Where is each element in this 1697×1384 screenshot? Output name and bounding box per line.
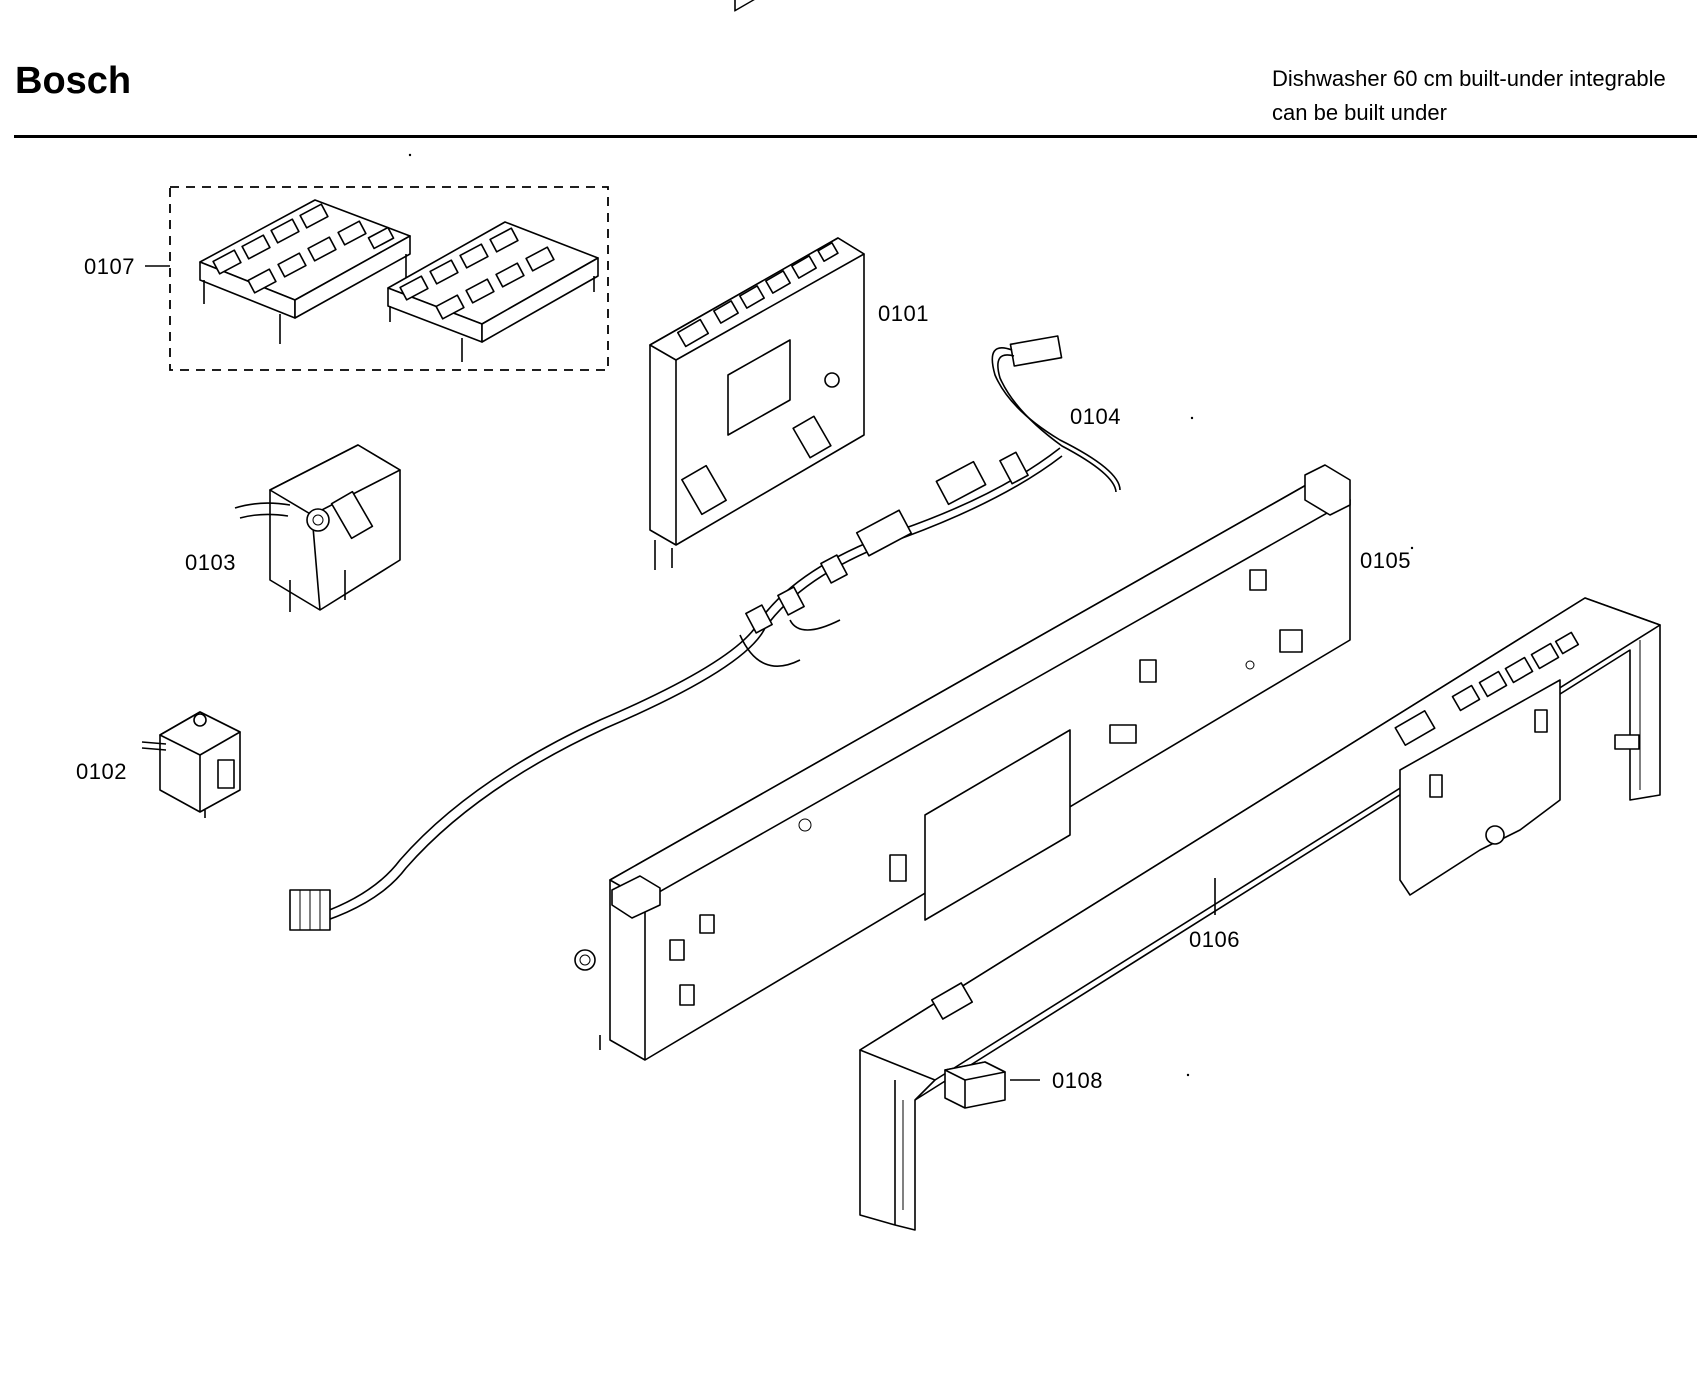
part-0106-trim-frame bbox=[859, 597, 1661, 1231]
callout-0108: 0108 bbox=[1052, 1068, 1103, 1093]
brand-name: Bosch bbox=[15, 60, 132, 102]
callout-0107: 0107 bbox=[84, 254, 135, 279]
part-0104-wiring-harness bbox=[289, 335, 1121, 931]
description-line-1: Dishwasher 60 cm built-under integrable bbox=[1272, 66, 1666, 91]
header-divider bbox=[14, 135, 1697, 138]
part-0102-small-switch bbox=[141, 711, 241, 818]
callout-0101: 0101 bbox=[878, 301, 929, 326]
callout-0105: 0105 bbox=[1360, 548, 1411, 573]
part-0103-switch bbox=[234, 444, 401, 612]
part-0107-keypads bbox=[145, 186, 609, 371]
keypad-left bbox=[199, 199, 411, 344]
module-window bbox=[734, 0, 798, 12]
frame-window bbox=[924, 729, 1071, 921]
part-0101-control-module bbox=[649, 0, 865, 570]
callout-0103: 0103 bbox=[185, 550, 236, 575]
appliance-description: Dishwasher 60 cm built-under integrable … bbox=[1272, 62, 1666, 130]
keypad-group-box bbox=[169, 186, 609, 371]
part-0108-clip bbox=[944, 1061, 1040, 1109]
keypad-right bbox=[387, 221, 599, 362]
callout-0104: 0104 bbox=[1070, 404, 1121, 429]
part-0105-panel-frame bbox=[574, 464, 1351, 1061]
description-line-2: can be built under bbox=[1272, 100, 1447, 125]
callout-0106: 0106 bbox=[1189, 927, 1240, 952]
callout-0102: 0102 bbox=[76, 759, 127, 784]
